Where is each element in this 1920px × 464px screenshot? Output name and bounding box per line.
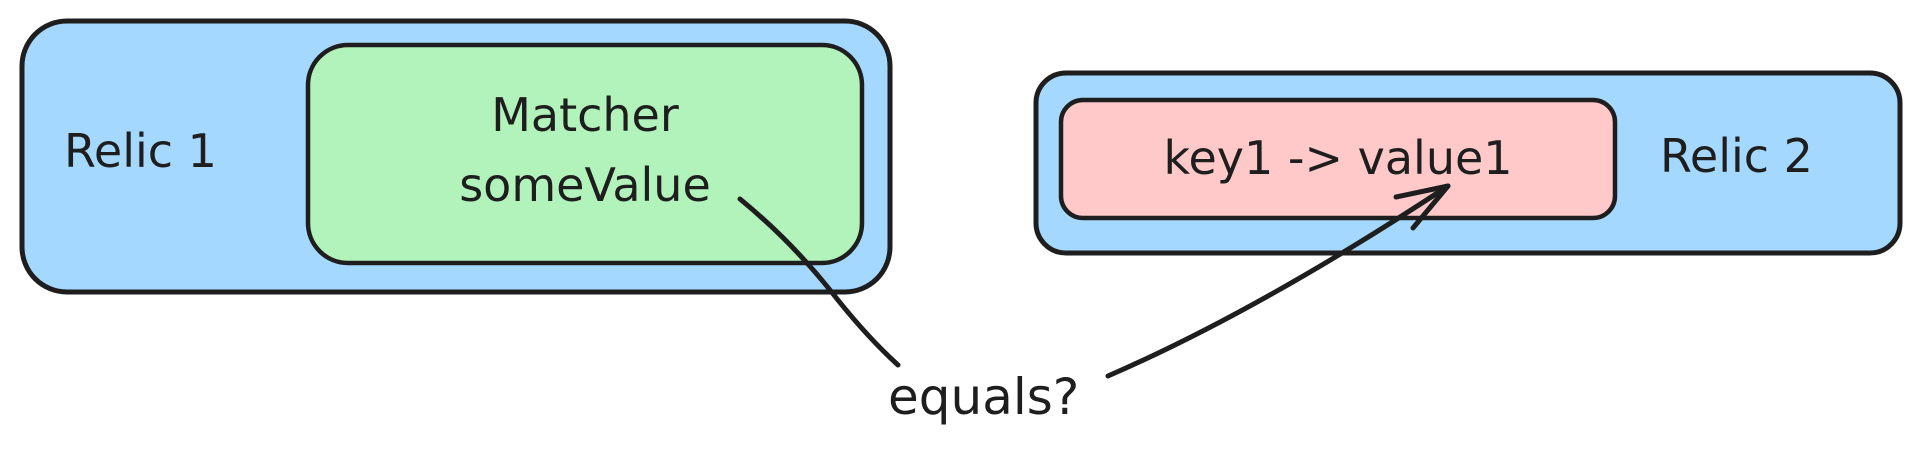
relic2-label: Relic 2 [1660, 129, 1813, 183]
matcher-box [305, 42, 865, 266]
arrowhead-icon [1393, 183, 1451, 231]
matcher-value: someValue [459, 158, 711, 212]
connector-line-left [737, 196, 901, 368]
equals-label: equals? [888, 368, 1080, 426]
connector-arrow-right [1105, 183, 1451, 379]
entry-text: key1 -> value1 [1163, 131, 1513, 185]
matcher-title: Matcher [491, 88, 679, 142]
relic1-label: Relic 1 [64, 124, 217, 178]
entry-box [1058, 97, 1618, 221]
